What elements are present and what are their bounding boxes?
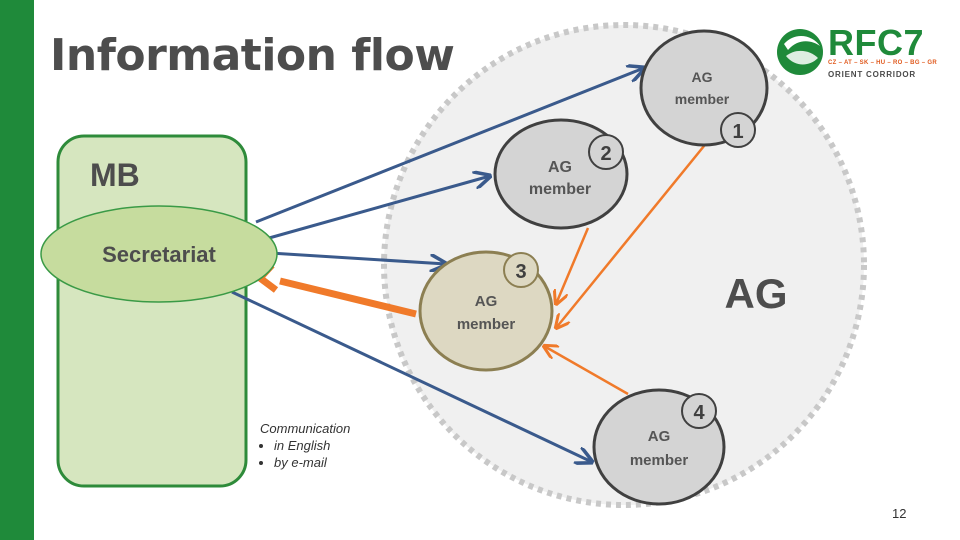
member-2-line1: AG bbox=[548, 159, 572, 176]
communication-notes: Communication in English by e-mail bbox=[260, 420, 350, 471]
member-3-line2: member bbox=[457, 316, 516, 333]
arrow-to-member-3 bbox=[269, 251, 446, 264]
secretariat-node bbox=[40, 205, 278, 303]
notes-heading: Communication bbox=[260, 421, 351, 436]
logo-countries: CZ – AT – SK – HU – RO – BG – GR bbox=[828, 60, 937, 66]
member-3-line1: AG bbox=[475, 293, 498, 310]
arrow-member-4-to-3 bbox=[544, 346, 629, 396]
member-1-line2: member bbox=[675, 91, 730, 107]
globe-logo-icon bbox=[777, 29, 823, 75]
member-3-badge bbox=[503, 252, 539, 288]
member-1-badge bbox=[720, 112, 756, 148]
member-2-badge bbox=[588, 134, 624, 170]
member-4-badge bbox=[681, 393, 717, 429]
member-3-number: 3 bbox=[515, 261, 526, 283]
member-2-number: 2 bbox=[600, 143, 611, 165]
ag-member-2: AG member 2 bbox=[493, 118, 629, 230]
page-number: 12 bbox=[892, 506, 907, 521]
arrow-member-1-to-3 bbox=[556, 145, 705, 328]
ag-label: AG bbox=[725, 270, 788, 317]
member-1-number: 1 bbox=[732, 121, 743, 143]
notes-item: by e-mail bbox=[274, 454, 350, 471]
member-4-line1: AG bbox=[648, 428, 671, 445]
page-title: Information flow bbox=[50, 30, 455, 81]
mb-label: MB bbox=[90, 157, 140, 193]
rfc7-logo: RFC7 CZ – AT – SK – HU – RO – BG – GR OR… bbox=[776, 22, 946, 92]
member-1-line1: AG bbox=[692, 69, 713, 85]
ag-member-3: AG member 3 bbox=[418, 250, 554, 372]
notes-item: in English bbox=[274, 437, 350, 454]
arrow-member-3-to-secretariat bbox=[279, 277, 417, 318]
notes-list: in English by e-mail bbox=[260, 437, 350, 471]
arrow-to-member-4 bbox=[231, 290, 592, 462]
member-4-line2: member bbox=[630, 452, 689, 469]
member-2-line2: member bbox=[529, 181, 591, 198]
mb-box bbox=[56, 134, 248, 488]
arrow-to-member-1 bbox=[255, 68, 644, 224]
arrow-to-member-2 bbox=[261, 176, 490, 242]
arrow-member-2-to-3 bbox=[556, 227, 590, 304]
secretariat-label: Secretariat bbox=[102, 242, 216, 267]
side-accent-bar bbox=[0, 0, 34, 540]
ag-member-1: AG member 1 bbox=[639, 29, 769, 148]
logo-subtitle: ORIENT CORRIDOR bbox=[828, 70, 916, 79]
member-4-number: 4 bbox=[693, 402, 705, 424]
logo-text: RFC7 bbox=[828, 22, 925, 63]
ag-member-4: AG member 4 bbox=[592, 388, 726, 506]
